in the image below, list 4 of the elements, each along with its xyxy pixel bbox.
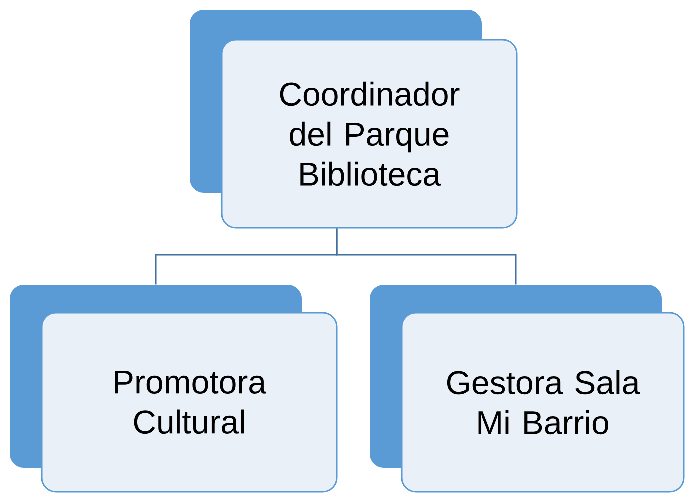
connector-line xyxy=(336,228,517,285)
org-box: Gestora Sala Mi Barrio xyxy=(370,285,685,493)
org-box: Promotora Cultural xyxy=(10,285,338,493)
org-box: Coordinador del Parque Biblioteca xyxy=(190,10,518,229)
